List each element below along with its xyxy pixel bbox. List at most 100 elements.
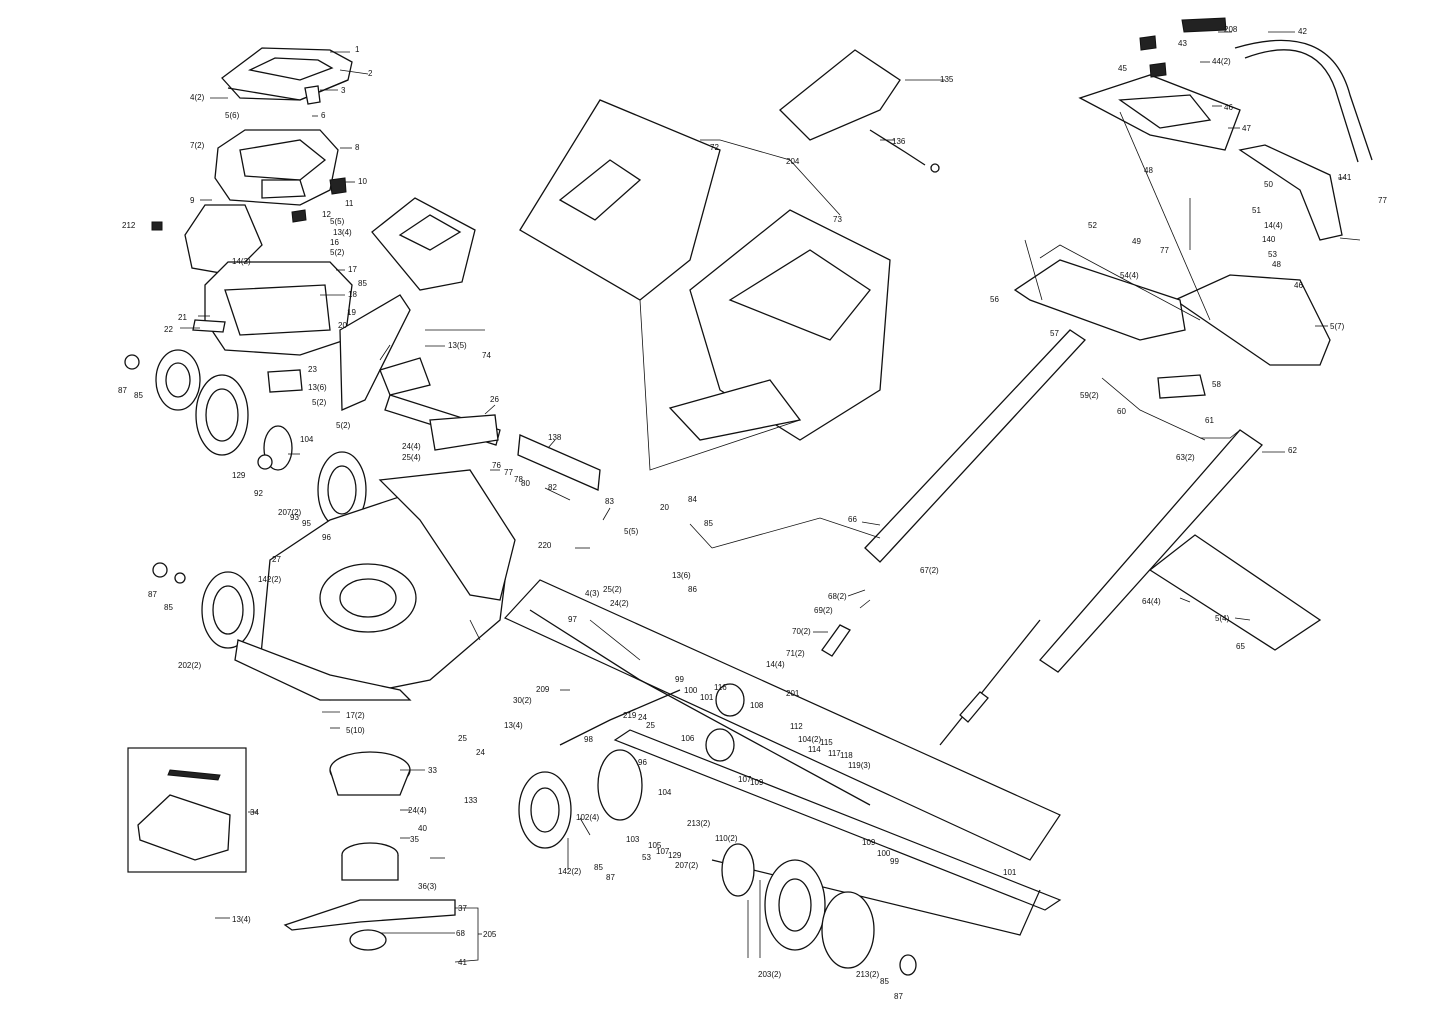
callout: 45 <box>1118 64 1127 73</box>
callout: 5(5) <box>624 527 639 536</box>
callout: 8 <box>355 143 360 152</box>
callout: 5(10) <box>346 726 365 735</box>
callout: 46 <box>1224 103 1233 112</box>
callout: 50 <box>1264 180 1273 189</box>
callout: 21 <box>178 313 187 322</box>
callout: 14(2) <box>232 257 251 266</box>
callout: 203(2) <box>758 970 781 979</box>
callout: 27 <box>272 555 281 564</box>
callout: 25 <box>458 734 467 743</box>
callout: 85 <box>164 603 173 612</box>
callout: 19 <box>347 308 356 317</box>
callout: 5(6) <box>225 111 240 120</box>
callout: 103 <box>626 835 640 844</box>
callout: 34 <box>250 808 259 817</box>
callout: 60 <box>1117 407 1126 416</box>
callout: 42 <box>1298 27 1307 36</box>
callout: 105 <box>648 841 662 850</box>
callout: 24(4) <box>402 442 421 451</box>
callout: 37 <box>458 904 467 913</box>
callout: 77 <box>1378 196 1387 205</box>
callout: 209 <box>536 685 550 694</box>
callout: 138 <box>548 433 562 442</box>
callout: 12 <box>322 210 331 219</box>
callout: 77 <box>1160 246 1169 255</box>
callout: 66 <box>848 515 857 524</box>
callout: 106 <box>681 734 695 743</box>
callout: 5(5) <box>330 217 345 226</box>
callout: 2 <box>368 69 373 78</box>
transmission-assembly-frame <box>504 579 1062 976</box>
callout: 13(4) <box>504 721 523 730</box>
callout: 69(2) <box>814 606 833 615</box>
leader-lines <box>180 31 1361 963</box>
callout: 104 <box>658 788 672 797</box>
callout: 85 <box>594 863 603 872</box>
callout: 13(6) <box>672 571 691 580</box>
callout: 49 <box>1132 237 1141 246</box>
callout: 207(2) <box>278 508 301 517</box>
callout: 129 <box>668 851 682 860</box>
callout: 24 <box>476 748 485 757</box>
callout: 1 <box>355 45 360 54</box>
callout: 202(2) <box>178 661 201 670</box>
callout: 129 <box>232 471 246 480</box>
callout: 22 <box>164 325 173 334</box>
callout: 4(2) <box>190 93 205 102</box>
callout: 85 <box>880 977 889 986</box>
callout: 71(2) <box>786 649 805 658</box>
callout: 5(2) <box>330 248 345 257</box>
callout: 20 <box>338 321 347 330</box>
callout: 100 <box>877 849 891 858</box>
callout: 110(2) <box>715 834 738 843</box>
callout: 142(2) <box>258 575 281 584</box>
callout: 24 <box>638 713 647 722</box>
callout: 99 <box>890 857 899 866</box>
callout: 213(2) <box>856 970 879 979</box>
callout: 205 <box>483 930 497 939</box>
callout: 63(2) <box>1176 453 1195 462</box>
callout: 14(4) <box>766 660 785 669</box>
callout: 41 <box>458 958 467 967</box>
callout: 115 <box>820 738 833 747</box>
callout: 40 <box>418 824 427 833</box>
rear-axle-brackets <box>339 294 601 491</box>
callout: 109 <box>750 778 764 787</box>
callout: 78 <box>514 475 523 484</box>
motor-cover-assembly <box>151 47 353 393</box>
callout: 95 <box>302 519 311 528</box>
callout: 70(2) <box>792 627 811 636</box>
callout: 46 <box>1294 281 1303 290</box>
callout: 62 <box>1288 446 1297 455</box>
handle-tubes <box>821 329 1322 746</box>
callout: 65 <box>1236 642 1245 651</box>
handle-assembly <box>1013 17 1373 399</box>
callout: 36(3) <box>418 882 437 891</box>
callout: 23 <box>308 365 317 374</box>
callout: 86 <box>688 585 697 594</box>
callout: 201 <box>786 689 800 698</box>
callout: 212 <box>122 221 136 230</box>
callout: 61 <box>1205 416 1214 425</box>
callout: 77 <box>504 468 513 477</box>
callout: 14(4) <box>1264 221 1283 230</box>
callout: 13(4) <box>333 228 352 237</box>
callout: 20 <box>660 503 669 512</box>
callout: 101 <box>1003 868 1017 877</box>
callout: 54(4) <box>1120 271 1139 280</box>
callout: 101 <box>700 693 714 702</box>
callout: 73 <box>833 215 842 224</box>
callout: 104(2) <box>798 735 821 744</box>
callout: 220 <box>538 541 552 550</box>
callout: 5(7) <box>1330 322 1345 331</box>
callout: 136 <box>892 137 906 146</box>
callout: 25 <box>646 721 655 730</box>
callout: 9 <box>190 196 195 205</box>
callout: 48 <box>1144 166 1153 175</box>
callout: 57 <box>1050 329 1059 338</box>
callout: 11 <box>345 199 354 208</box>
callout: 98 <box>584 735 593 744</box>
callout: 99 <box>675 675 684 684</box>
callout: 85 <box>134 391 143 400</box>
